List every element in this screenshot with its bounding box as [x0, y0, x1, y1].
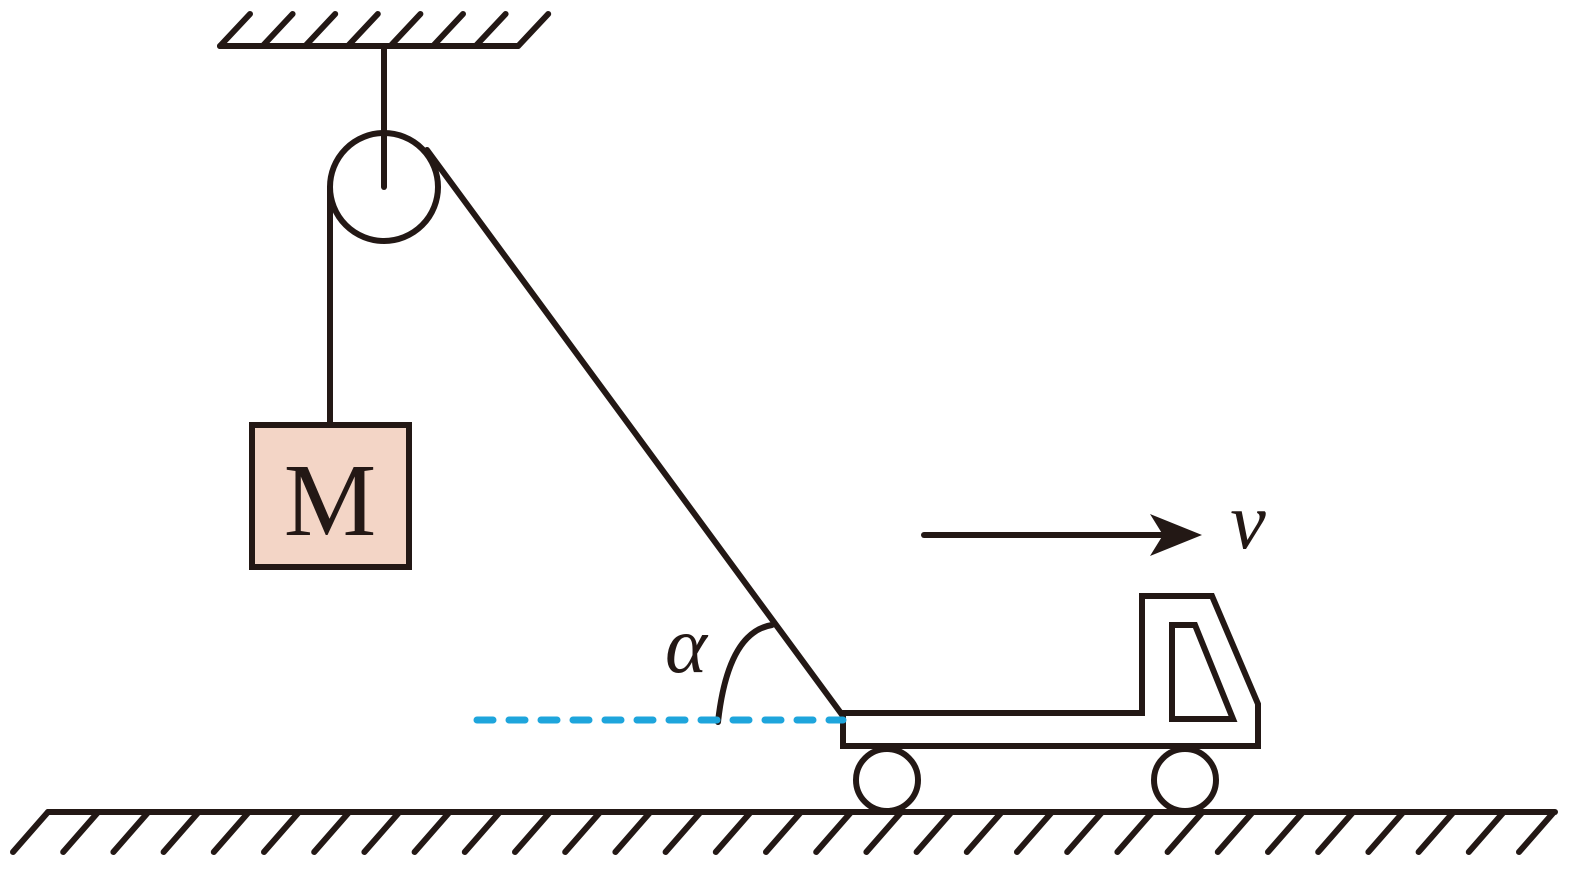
hatch-mark: [562, 809, 604, 855]
hatch-mark: [1365, 809, 1407, 855]
hatch-mark: [763, 809, 804, 855]
hatch-mark: [210, 809, 252, 855]
truck-body: [840, 593, 1261, 749]
velocity-arrow-head: [1150, 514, 1202, 556]
hatch-mark: [361, 809, 403, 855]
hatch-mark: [461, 809, 503, 855]
hatch-mark: [261, 809, 302, 855]
ceiling-support: [217, 11, 552, 49]
hatch-mark: [110, 809, 152, 855]
mass-block: [249, 422, 412, 570]
truck-wheel-rear: [1151, 746, 1219, 814]
hatch-mark: [1014, 809, 1055, 855]
velocity-label: v: [1230, 478, 1266, 566]
hatch-mark: [512, 809, 553, 855]
hatch-mark: [963, 809, 1005, 855]
hatch-mark: [302, 11, 339, 49]
hatch-mark: [712, 809, 754, 855]
hatch-mark: [1315, 809, 1357, 855]
hatch-mark: [1415, 809, 1457, 855]
hatch-mark: [217, 11, 253, 49]
hatch-mark: [411, 809, 453, 855]
hatch-mark: [160, 809, 202, 855]
hatch-mark: [344, 11, 381, 49]
hatch-mark: [259, 11, 296, 49]
hatch-mark: [387, 11, 424, 49]
ground: [10, 809, 1558, 855]
hatch-mark: [1265, 809, 1306, 855]
hatch-mark: [1516, 809, 1557, 855]
hatch-mark: [430, 11, 466, 49]
hatch-mark: [472, 11, 509, 49]
hatch-mark: [863, 809, 905, 855]
hatch-mark: [913, 809, 955, 855]
angle-arc: [715, 622, 775, 725]
hatch-mark: [1214, 809, 1256, 855]
hatch-mark: [1465, 809, 1507, 855]
hatch-mark: [1164, 809, 1206, 855]
hatch-mark: [515, 11, 552, 49]
hatch-mark: [1114, 809, 1156, 855]
truck: [840, 593, 1261, 814]
truck-wheel-front: [853, 746, 921, 814]
truck-window: [1169, 622, 1238, 722]
hatch-mark: [662, 809, 704, 855]
hatch-mark: [1064, 809, 1106, 855]
mass-label: M: [284, 443, 376, 558]
hatch-mark: [813, 809, 855, 855]
hatch-mark: [10, 809, 51, 855]
hatch-mark: [60, 809, 102, 855]
angle-label: α: [665, 602, 709, 690]
hatch-mark: [311, 809, 353, 855]
rope-diagonal: [424, 147, 846, 719]
hatch-mark: [612, 809, 654, 855]
